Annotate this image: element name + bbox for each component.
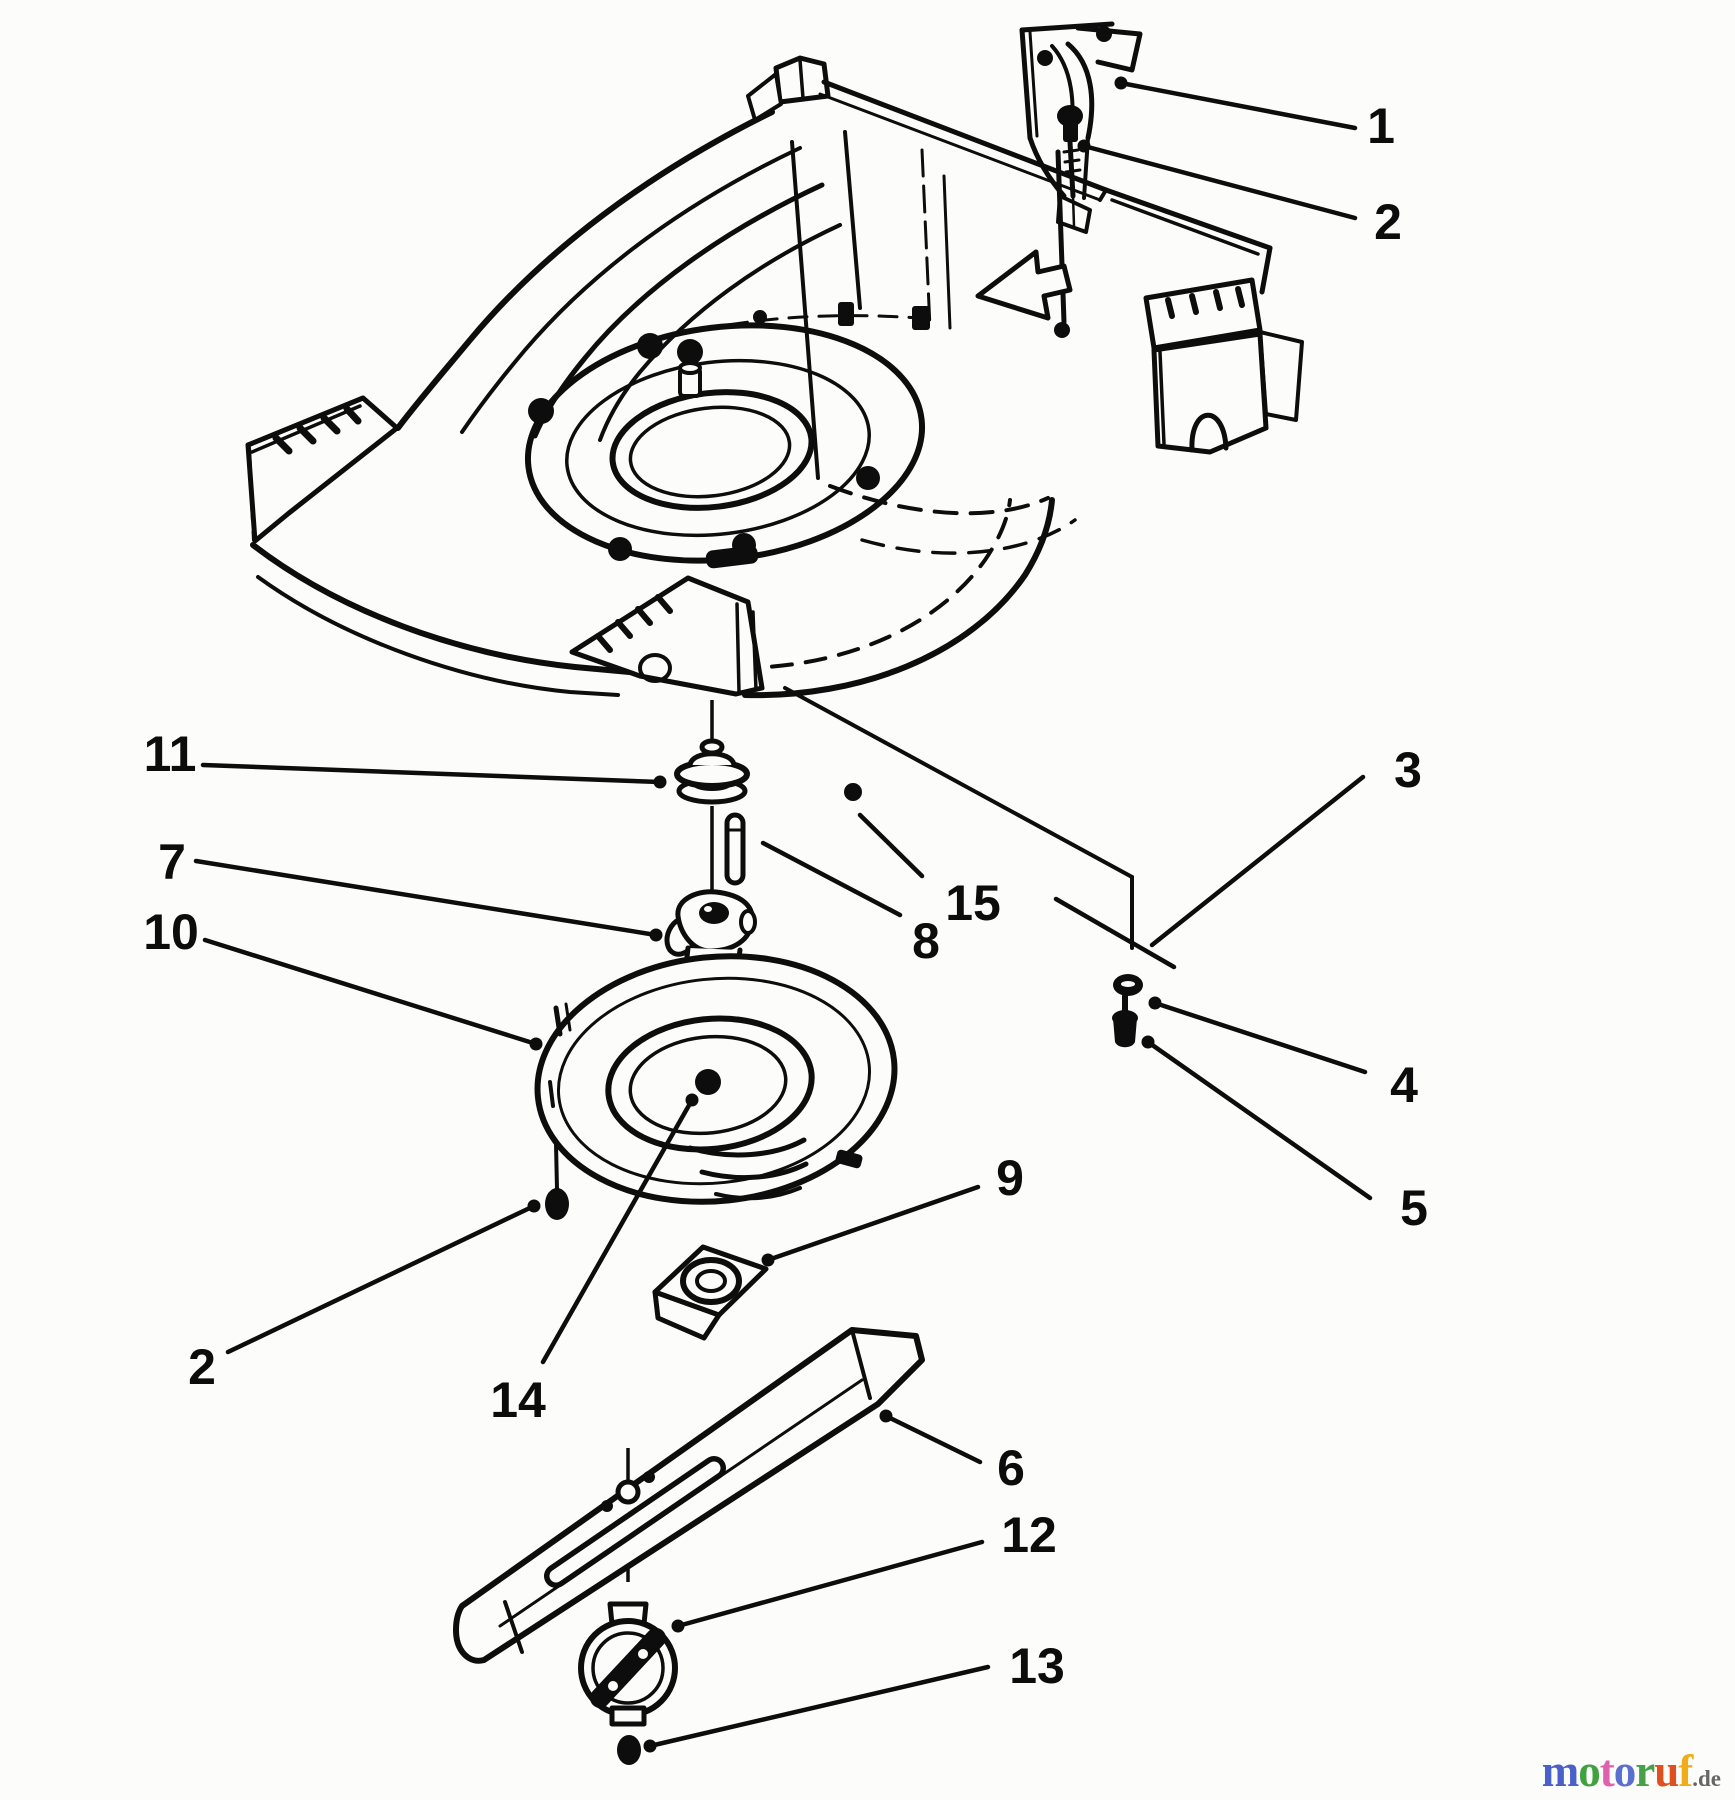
deck-hub-ring xyxy=(524,322,926,569)
mower-deck-housing xyxy=(245,55,1304,699)
pulley-part-11 xyxy=(674,738,750,805)
nut-retainer-part-9 xyxy=(652,1244,769,1341)
callout-leader-dot xyxy=(653,775,667,789)
callout-leader-line xyxy=(540,1097,695,1365)
hub-bolt-holes xyxy=(528,333,880,561)
hub-pin-cylinder xyxy=(678,361,702,398)
deck-center-mount xyxy=(569,575,765,697)
deck-to-hardware-line xyxy=(783,686,1134,950)
part-number-label-4: 4 xyxy=(1390,1057,1418,1113)
logo-letter: o xyxy=(1578,1746,1600,1796)
callout-6-5: 6 xyxy=(879,1409,1025,1496)
callout-leader-dot xyxy=(761,1253,775,1267)
callout-10-9: 10 xyxy=(143,904,543,1051)
callout-8-7: 8 xyxy=(760,840,940,969)
part-number-label-2: 2 xyxy=(1374,194,1402,250)
callout-leader-line xyxy=(760,840,903,918)
callout-14-13: 14 xyxy=(490,1093,699,1428)
motoruf-logo[interactable]: motoruf.de xyxy=(1542,1749,1721,1794)
wing-ridge-ribs xyxy=(272,405,362,455)
callout-leader-dot xyxy=(1077,139,1091,153)
part-number-label-7: 7 xyxy=(158,834,186,890)
motoruf-logo-tld: .de xyxy=(1692,1766,1721,1791)
callout-11-10: 11 xyxy=(144,726,667,789)
callout-leader-line xyxy=(200,762,663,785)
blade-cup-part-12 xyxy=(578,1601,678,1727)
callout-9-8: 9 xyxy=(761,1150,1024,1267)
callout-leader-line xyxy=(647,1664,991,1749)
callout-3-2: 3 xyxy=(1149,742,1422,948)
part-number-label-10: 10 xyxy=(143,904,199,960)
callout-leader-line xyxy=(225,1203,537,1355)
callout-leader-dot xyxy=(879,1409,893,1423)
deck-left-wing xyxy=(245,395,400,544)
callout-leader-line xyxy=(202,937,539,1047)
callout-leader-line xyxy=(1118,80,1358,131)
callout-leader-dot xyxy=(527,1199,541,1213)
callout-leader-line xyxy=(193,858,659,938)
pin-part-8 xyxy=(724,812,746,886)
hardware-stack-parts-3-4-5 xyxy=(783,686,1143,1048)
logo-letter: u xyxy=(1654,1746,1679,1796)
hub-bottom-tab xyxy=(705,545,759,569)
callout-leader-dot xyxy=(643,1739,657,1753)
callout-leader-dot xyxy=(1114,76,1128,90)
callout-leader-dot xyxy=(529,1037,543,1051)
logo-letter: f xyxy=(1678,1746,1693,1796)
callout-12-11: 12 xyxy=(671,1507,1057,1633)
part-number-label-1: 1 xyxy=(1367,98,1395,154)
callout-leader-line xyxy=(1081,143,1358,221)
logo-letter: r xyxy=(1635,1746,1655,1796)
part-number-label-6: 6 xyxy=(997,1440,1025,1496)
bracket-part-1 xyxy=(1019,21,1143,234)
callout-5-4: 5 xyxy=(1141,1035,1428,1236)
mount-ribs xyxy=(595,594,673,653)
callout-leader-dot xyxy=(671,1619,685,1633)
screw-part-2-top xyxy=(1057,105,1083,228)
callout-leader-line xyxy=(765,1184,981,1263)
part-number-label-14: 14 xyxy=(490,1372,546,1428)
logo-letter: m xyxy=(1541,1746,1579,1796)
callout-leader-dot xyxy=(1141,1035,1155,1049)
deck-discharge-arrow xyxy=(975,249,1073,321)
plug-dot-part-15 xyxy=(844,783,862,801)
part-number-label-3: 3 xyxy=(1394,742,1422,798)
callout-leader-line xyxy=(1149,774,1366,948)
part-number-label-5: 5 xyxy=(1400,1180,1428,1236)
callout-leader-line xyxy=(1145,1039,1373,1201)
callout-leader-dot xyxy=(1148,996,1162,1010)
part-number-label-9: 9 xyxy=(996,1150,1024,1206)
deck-scroll-curves xyxy=(250,109,1055,699)
callout-13-12: 13 xyxy=(643,1638,1065,1753)
part-number-label-13: 13 xyxy=(1009,1638,1065,1694)
part-number-label-11: 11 xyxy=(144,726,197,782)
callout-4-3: 4 xyxy=(1148,996,1418,1113)
part-number-label-8: 8 xyxy=(912,913,940,969)
callout-leader-dot xyxy=(649,928,663,942)
part-number-label-12: 12 xyxy=(1001,1507,1057,1563)
logo-letter: t xyxy=(1599,1746,1615,1796)
callout-2-1: 2 xyxy=(1077,139,1402,250)
part-number-label-2: 2 xyxy=(188,1339,216,1395)
blade-part-6 xyxy=(453,1327,925,1664)
callout-leader-line xyxy=(1152,1000,1368,1075)
callout-7-6: 7 xyxy=(158,834,663,942)
callout-leader-line xyxy=(1053,896,1177,970)
callout-leader-line xyxy=(675,1539,985,1629)
logo-letter: o xyxy=(1613,1746,1636,1796)
callout-leader-line xyxy=(883,1413,983,1465)
bolt-part-13 xyxy=(617,1735,641,1765)
callout-leader-dot xyxy=(685,1093,699,1107)
callout-1-0: 1 xyxy=(1114,76,1395,154)
motoruf-logo-letters: motoruf xyxy=(1541,1746,1694,1796)
screw-part-2-bottom xyxy=(545,1142,569,1220)
part-number-label-15: 15 xyxy=(945,875,1001,931)
callout-2-15: 2 xyxy=(188,1199,541,1395)
cover-dish-part-10 xyxy=(534,953,898,1205)
callout-15-14: 15 xyxy=(857,812,1177,970)
callout-leader-line xyxy=(857,812,925,879)
deck-right-bracketry xyxy=(790,130,1304,555)
